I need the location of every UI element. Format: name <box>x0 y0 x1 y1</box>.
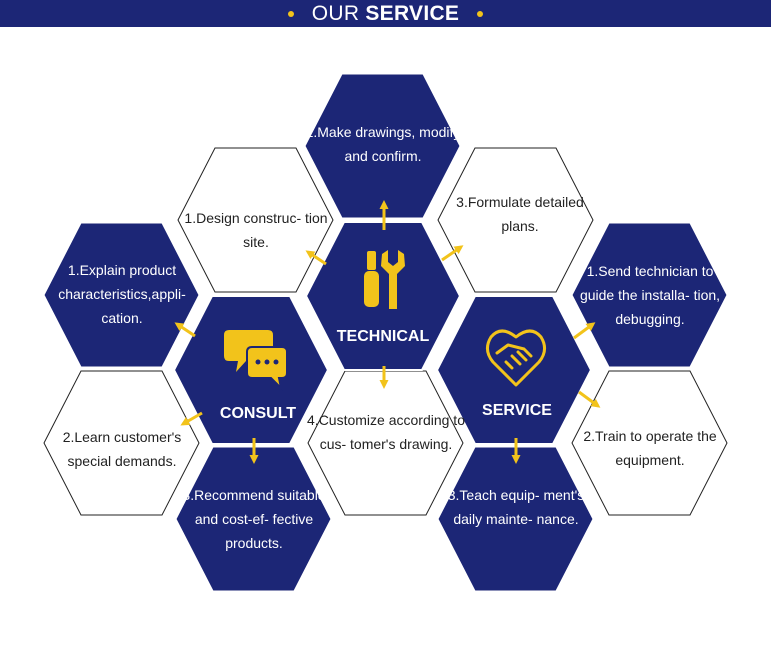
step-design-site: 1.Design construc- tion site. <box>184 210 328 250</box>
handshake-heart-icon <box>486 329 546 387</box>
bullet-dot-right <box>477 10 484 17</box>
hex-teach-maintenance <box>437 446 594 592</box>
step-teach-maintenance: 3.Teach equip- ment's daily mainte- nanc… <box>447 487 585 527</box>
hex-train-operate <box>571 370 728 516</box>
service-hub-label: SERVICE <box>482 402 552 419</box>
technical-hub-label: TECHNICAL <box>336 328 430 345</box>
step-learn-demands: 2.Learn customer's special demands. <box>62 429 182 469</box>
step-explain-product: 1.Explain product characteristics,appli-… <box>58 262 186 326</box>
tools-icon <box>364 250 405 309</box>
title-part-service: SERVICE <box>365 1 460 25</box>
hex-explain-product <box>43 222 200 368</box>
hex-send-technician <box>571 222 728 368</box>
hex-recommend-products <box>175 446 332 592</box>
title-part-our: OUR <box>311 1 360 25</box>
arrow-to-train-operate <box>578 390 601 408</box>
arrow-to-send-technician <box>573 322 596 340</box>
arrow-to-design-site <box>305 250 327 266</box>
step-make-drawings: 2.Make drawings, modify and confirm. <box>305 124 461 164</box>
hex-technical-hub <box>304 221 462 371</box>
hex-design-site <box>177 147 334 293</box>
step-formulate-plans: 3.Formulate detailed plans. <box>456 194 584 234</box>
hex-formulate-plans <box>437 147 594 293</box>
consult-hub-label: CONSULT <box>219 405 297 422</box>
page-title: OUR SERVICE <box>0 0 771 27</box>
step-send-technician: 1.Send technician to guide the installa-… <box>579 263 721 327</box>
arrow-to-formulate-plans <box>441 245 464 262</box>
hex-service-hub <box>435 295 593 445</box>
arrow-to-learn-demands <box>180 411 203 426</box>
step-recommend-products: 3.Recommend suitable and cost-ef- fectiv… <box>182 487 326 551</box>
bullet-dot-left <box>287 10 294 17</box>
arrow-to-explain-product <box>174 322 196 338</box>
step-customize: 4.Customize according to cus- tomer's dr… <box>307 412 465 452</box>
hex-make-drawings <box>304 73 461 219</box>
step-train-operate: 2.Train to operate the equipment. <box>583 428 717 468</box>
hex-learn-demands <box>43 370 200 516</box>
header-bar <box>0 0 771 27</box>
chat-bubbles-icon <box>224 330 288 392</box>
